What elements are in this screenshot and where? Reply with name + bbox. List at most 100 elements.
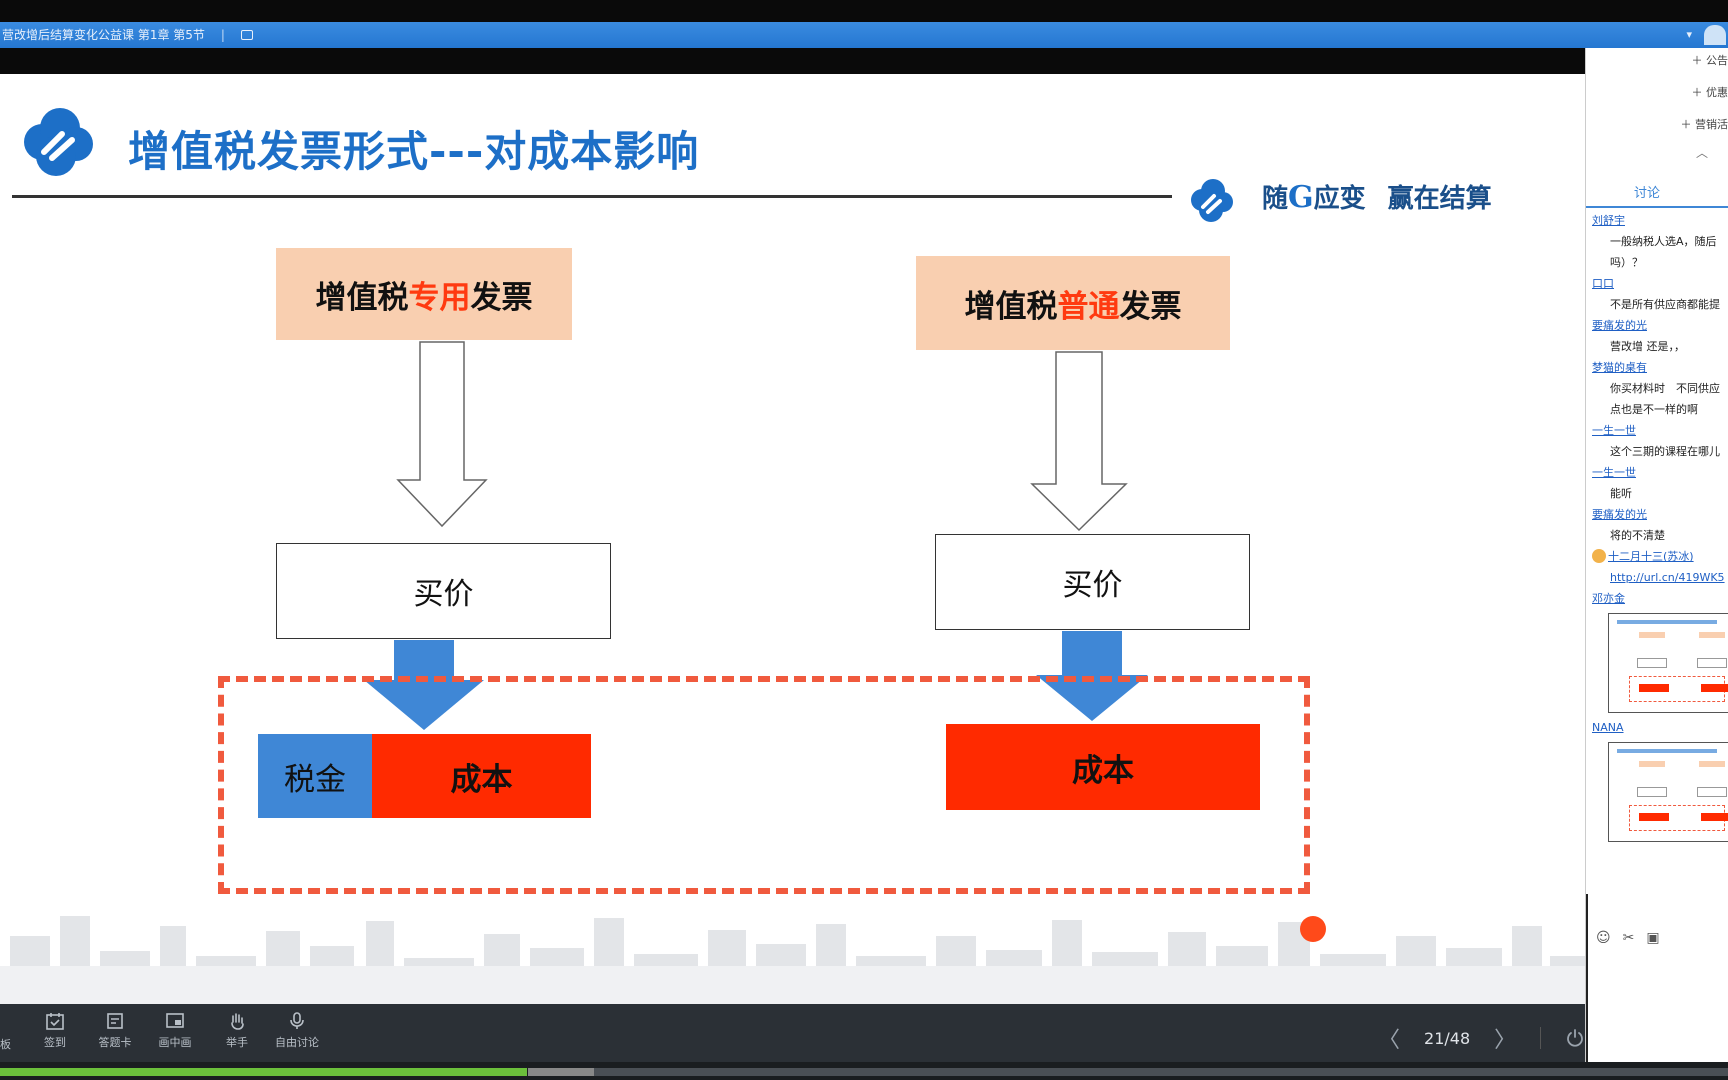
chat-user[interactable]: 一生一世 xyxy=(1592,424,1636,437)
special-invoice-post: 发票 xyxy=(470,279,533,316)
down-arrow-outline-left xyxy=(396,341,488,528)
chat-user[interactable]: NANA xyxy=(1592,721,1624,734)
chat-message: 营改增 还是，， xyxy=(1610,340,1685,353)
highlight-dashed-frame xyxy=(218,676,1310,894)
laser-pointer xyxy=(1300,916,1326,942)
price-box-right: 买价 xyxy=(935,534,1250,630)
pip-label: 画中画 xyxy=(158,1036,192,1049)
answer-card-label: 答题卡 xyxy=(98,1036,132,1049)
ordinary-invoice-box: 增值税普通发票 xyxy=(916,256,1230,350)
tab-discussion[interactable]: 讨论 xyxy=(1634,186,1661,201)
free-discussion-button[interactable]: 自由讨论 xyxy=(272,1012,322,1050)
chat-message: 一般纳税人选A，随后 xyxy=(1610,235,1717,248)
chat-user[interactable]: 刘舒宇 xyxy=(1592,214,1625,227)
chat-message: 你买材料时 不同供应 xyxy=(1610,382,1720,395)
chat-message: 将的不清楚 xyxy=(1610,529,1665,542)
popout-icon[interactable] xyxy=(240,30,253,40)
right-sidebar: ＋ 公告 ＋ 优惠 ＋ 营销活 ︿ 讨论 刘舒宇 一般纳税人选A，随后 吗）？ … xyxy=(1585,48,1728,1062)
chat-message: 能听 xyxy=(1610,487,1632,500)
microphone-icon xyxy=(290,1012,304,1029)
ordinary-invoice-highlight: 普通 xyxy=(1057,288,1120,325)
chat-message: http://url.cn/419WK5 xyxy=(1592,567,1728,588)
menu-item-notice[interactable]: ＋ 公告 xyxy=(1691,54,1728,67)
answer-card-button[interactable]: 答题卡 xyxy=(90,1012,140,1050)
slogan-rest2: 赢在结算 xyxy=(1387,184,1492,214)
power-icon[interactable] xyxy=(1565,1028,1585,1048)
progress-played xyxy=(0,1068,528,1076)
chat-tools: ☺ ✂ ▣ xyxy=(1596,930,1660,946)
page-navigator: 〈 21/48 〉 xyxy=(1378,1022,1585,1054)
hand-icon xyxy=(231,1013,244,1030)
special-invoice-pre: 增值税 xyxy=(315,279,409,316)
picture-in-picture-icon xyxy=(166,1013,184,1028)
city-skyline-decoration xyxy=(0,916,1585,1004)
chat-user[interactable]: 要痛发的光 xyxy=(1592,508,1647,521)
chat-message: 吗）？ xyxy=(1610,256,1643,269)
smile-icon[interactable]: ☺ xyxy=(1596,930,1611,946)
ordinary-invoice-post: 发票 xyxy=(1119,288,1182,325)
ordinary-invoice-pre: 增值税 xyxy=(964,288,1058,325)
image-icon[interactable]: ▣ xyxy=(1646,930,1660,946)
slogan: 随G应变赢在结算 xyxy=(1262,178,1492,215)
progress-remaining xyxy=(594,1068,1728,1076)
chat-user[interactable]: 口口 xyxy=(1592,277,1614,290)
page-indicator: 21/48 xyxy=(1424,1028,1471,1048)
chat-link[interactable]: http://url.cn/419WK5 xyxy=(1610,571,1725,584)
slide-title: 增值税发票形式---对成本影响 xyxy=(128,127,700,176)
chat-message: 这个三期的课程在哪儿 xyxy=(1610,445,1720,458)
chat-message: 不是所有供应商都能提 xyxy=(1610,298,1720,311)
video-progress-bar[interactable] xyxy=(0,1062,1728,1080)
bottom-toolbar: 板 签到 答题卡 画中画 举手 自由讨论 〈 21/48 〉 xyxy=(0,1004,1585,1062)
next-page-button[interactable]: 〉 xyxy=(1494,1028,1517,1053)
window-title: 营改增后结算变化公益课 第1章 第5节 xyxy=(2,28,205,42)
user-avatar-icon[interactable] xyxy=(1704,25,1726,45)
chat-user[interactable]: 要痛发的光 xyxy=(1592,319,1647,332)
chat-image-thumbnail[interactable] xyxy=(1608,742,1728,842)
sidebar-divider xyxy=(1586,894,1588,1062)
prev-page-button[interactable]: 〈 xyxy=(1378,1028,1401,1053)
scissors-icon[interactable]: ✂ xyxy=(1622,930,1635,946)
title-separator: | xyxy=(220,28,225,42)
slide-top-letterbox xyxy=(0,48,1585,74)
progress-buffered xyxy=(528,1068,594,1076)
slogan-g: G xyxy=(1288,180,1314,215)
down-arrow-blue-left xyxy=(364,640,484,730)
collapse-icon[interactable]: ︿ xyxy=(1696,146,1709,160)
chat-message: 点也是不一样的啊 xyxy=(1610,403,1698,416)
chat-user[interactable]: 邓亦金 xyxy=(1592,592,1625,605)
title-underline xyxy=(12,195,1172,198)
price-box-left: 买价 xyxy=(276,543,611,639)
slide-canvas: 增值税发票形式---对成本影响 随G应变赢在结算 增值税专用发票 买价 税金 成… xyxy=(0,74,1585,1004)
board-button[interactable]: 板 xyxy=(0,1038,11,1051)
slogan-prefix: 随 xyxy=(1262,184,1289,214)
cost-block-right: 成本 xyxy=(946,724,1260,810)
slogan-rest1: 应变 xyxy=(1313,184,1366,214)
raise-hand-button[interactable]: 举手 xyxy=(212,1012,262,1050)
calendar-check-icon xyxy=(46,1013,64,1030)
tab-underline xyxy=(1586,206,1728,208)
checkin-button[interactable]: 签到 xyxy=(30,1012,80,1050)
pip-button[interactable]: 画中画 xyxy=(150,1012,200,1050)
chat-user[interactable]: 十二月十三(苏冰) xyxy=(1592,546,1728,567)
free-discussion-label: 自由讨论 xyxy=(275,1036,319,1049)
tax-block: 税金 xyxy=(258,734,372,818)
pager-divider xyxy=(1540,1027,1542,1049)
cloud-logo-small-icon xyxy=(1191,179,1233,222)
menu-item-marketing[interactable]: ＋ 营销活 xyxy=(1680,118,1728,131)
menu-item-discount[interactable]: ＋ 优惠 xyxy=(1691,86,1728,99)
window-titlebar: 营改增后结算变化公益课 第1章 第5节 | ▾ xyxy=(0,22,1728,48)
answer-card-icon xyxy=(107,1013,123,1029)
checkin-label: 签到 xyxy=(44,1036,66,1049)
chat-list: 刘舒宇 一般纳税人选A，随后 吗）？ 口口 不是所有供应商都能提 要痛发的光 营… xyxy=(1592,210,1728,846)
chat-image-thumbnail[interactable] xyxy=(1608,613,1728,713)
top-black-bar xyxy=(0,0,1728,22)
special-invoice-box: 增值税专用发票 xyxy=(276,248,572,340)
down-arrow-outline-right xyxy=(1030,351,1128,532)
cloud-logo-icon xyxy=(24,108,93,176)
cost-block-left: 成本 xyxy=(372,734,591,818)
chat-user[interactable]: 一生一世 xyxy=(1592,466,1636,479)
special-invoice-highlight: 专用 xyxy=(408,279,471,316)
dropdown-icon[interactable]: ▾ xyxy=(1686,28,1692,41)
chat-user[interactable]: 梦猫的桌有 xyxy=(1592,361,1647,374)
raise-hand-label: 举手 xyxy=(226,1036,248,1049)
